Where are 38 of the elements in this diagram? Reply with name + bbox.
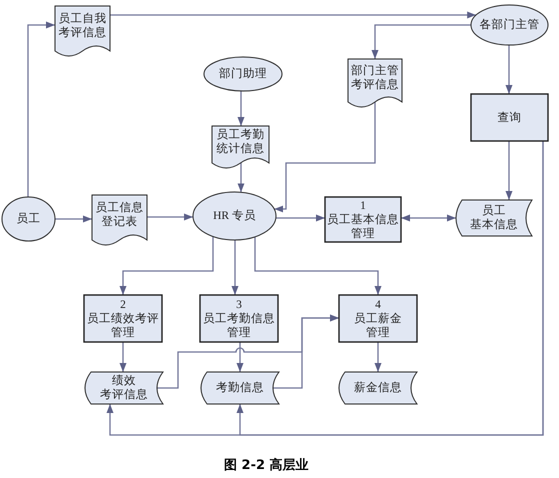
actor-ellipse: HR 专员 <box>193 192 276 240</box>
arrow <box>254 236 382 295</box>
document-shape: 员工信息登记表 <box>92 195 147 245</box>
arrow <box>120 342 126 372</box>
arrow <box>120 236 214 295</box>
arrow <box>232 240 238 295</box>
data-store: 薪金信息 <box>339 372 417 404</box>
arrow <box>236 141 544 436</box>
arrow <box>27 22 55 197</box>
document-shape: 员工考勤统计信息 <box>212 126 269 168</box>
process-box: 3 员工考勤信息管理 <box>200 295 278 342</box>
actor-ellipse: 各部门主管 <box>471 5 548 45</box>
arrow <box>372 24 471 59</box>
process-box: 2 员工绩效考评管理 <box>84 295 162 342</box>
arrow <box>506 45 512 94</box>
arrow <box>236 342 244 372</box>
arrow <box>238 162 244 192</box>
double-arrow <box>401 214 456 222</box>
document-shape: 部门主管考评信息 <box>348 59 402 107</box>
arrow <box>506 141 512 200</box>
process-box: 4 员工薪金管理 <box>339 295 417 342</box>
arrow <box>110 12 476 18</box>
arrow <box>273 314 339 389</box>
arrow <box>147 214 194 220</box>
actor-ellipse: 部门助理 <box>204 57 282 91</box>
document-shape: 员工自我考评信息 <box>55 6 110 56</box>
arrow <box>55 216 92 222</box>
actor-ellipse: 员工 <box>2 197 55 241</box>
data-store: 员工基本信息 <box>456 200 532 236</box>
arrow <box>374 342 382 372</box>
data-store: 绩效考评信息 <box>85 372 163 404</box>
process-box: 1 员工基本信息管理 <box>325 197 401 242</box>
caption: 图 2-2 高层业 <box>224 456 309 474</box>
process-box: 查询 <box>471 94 548 141</box>
arrow <box>274 102 376 212</box>
arrow <box>238 90 244 126</box>
data-store: 考勤信息 <box>201 372 279 404</box>
arrow <box>276 214 325 222</box>
